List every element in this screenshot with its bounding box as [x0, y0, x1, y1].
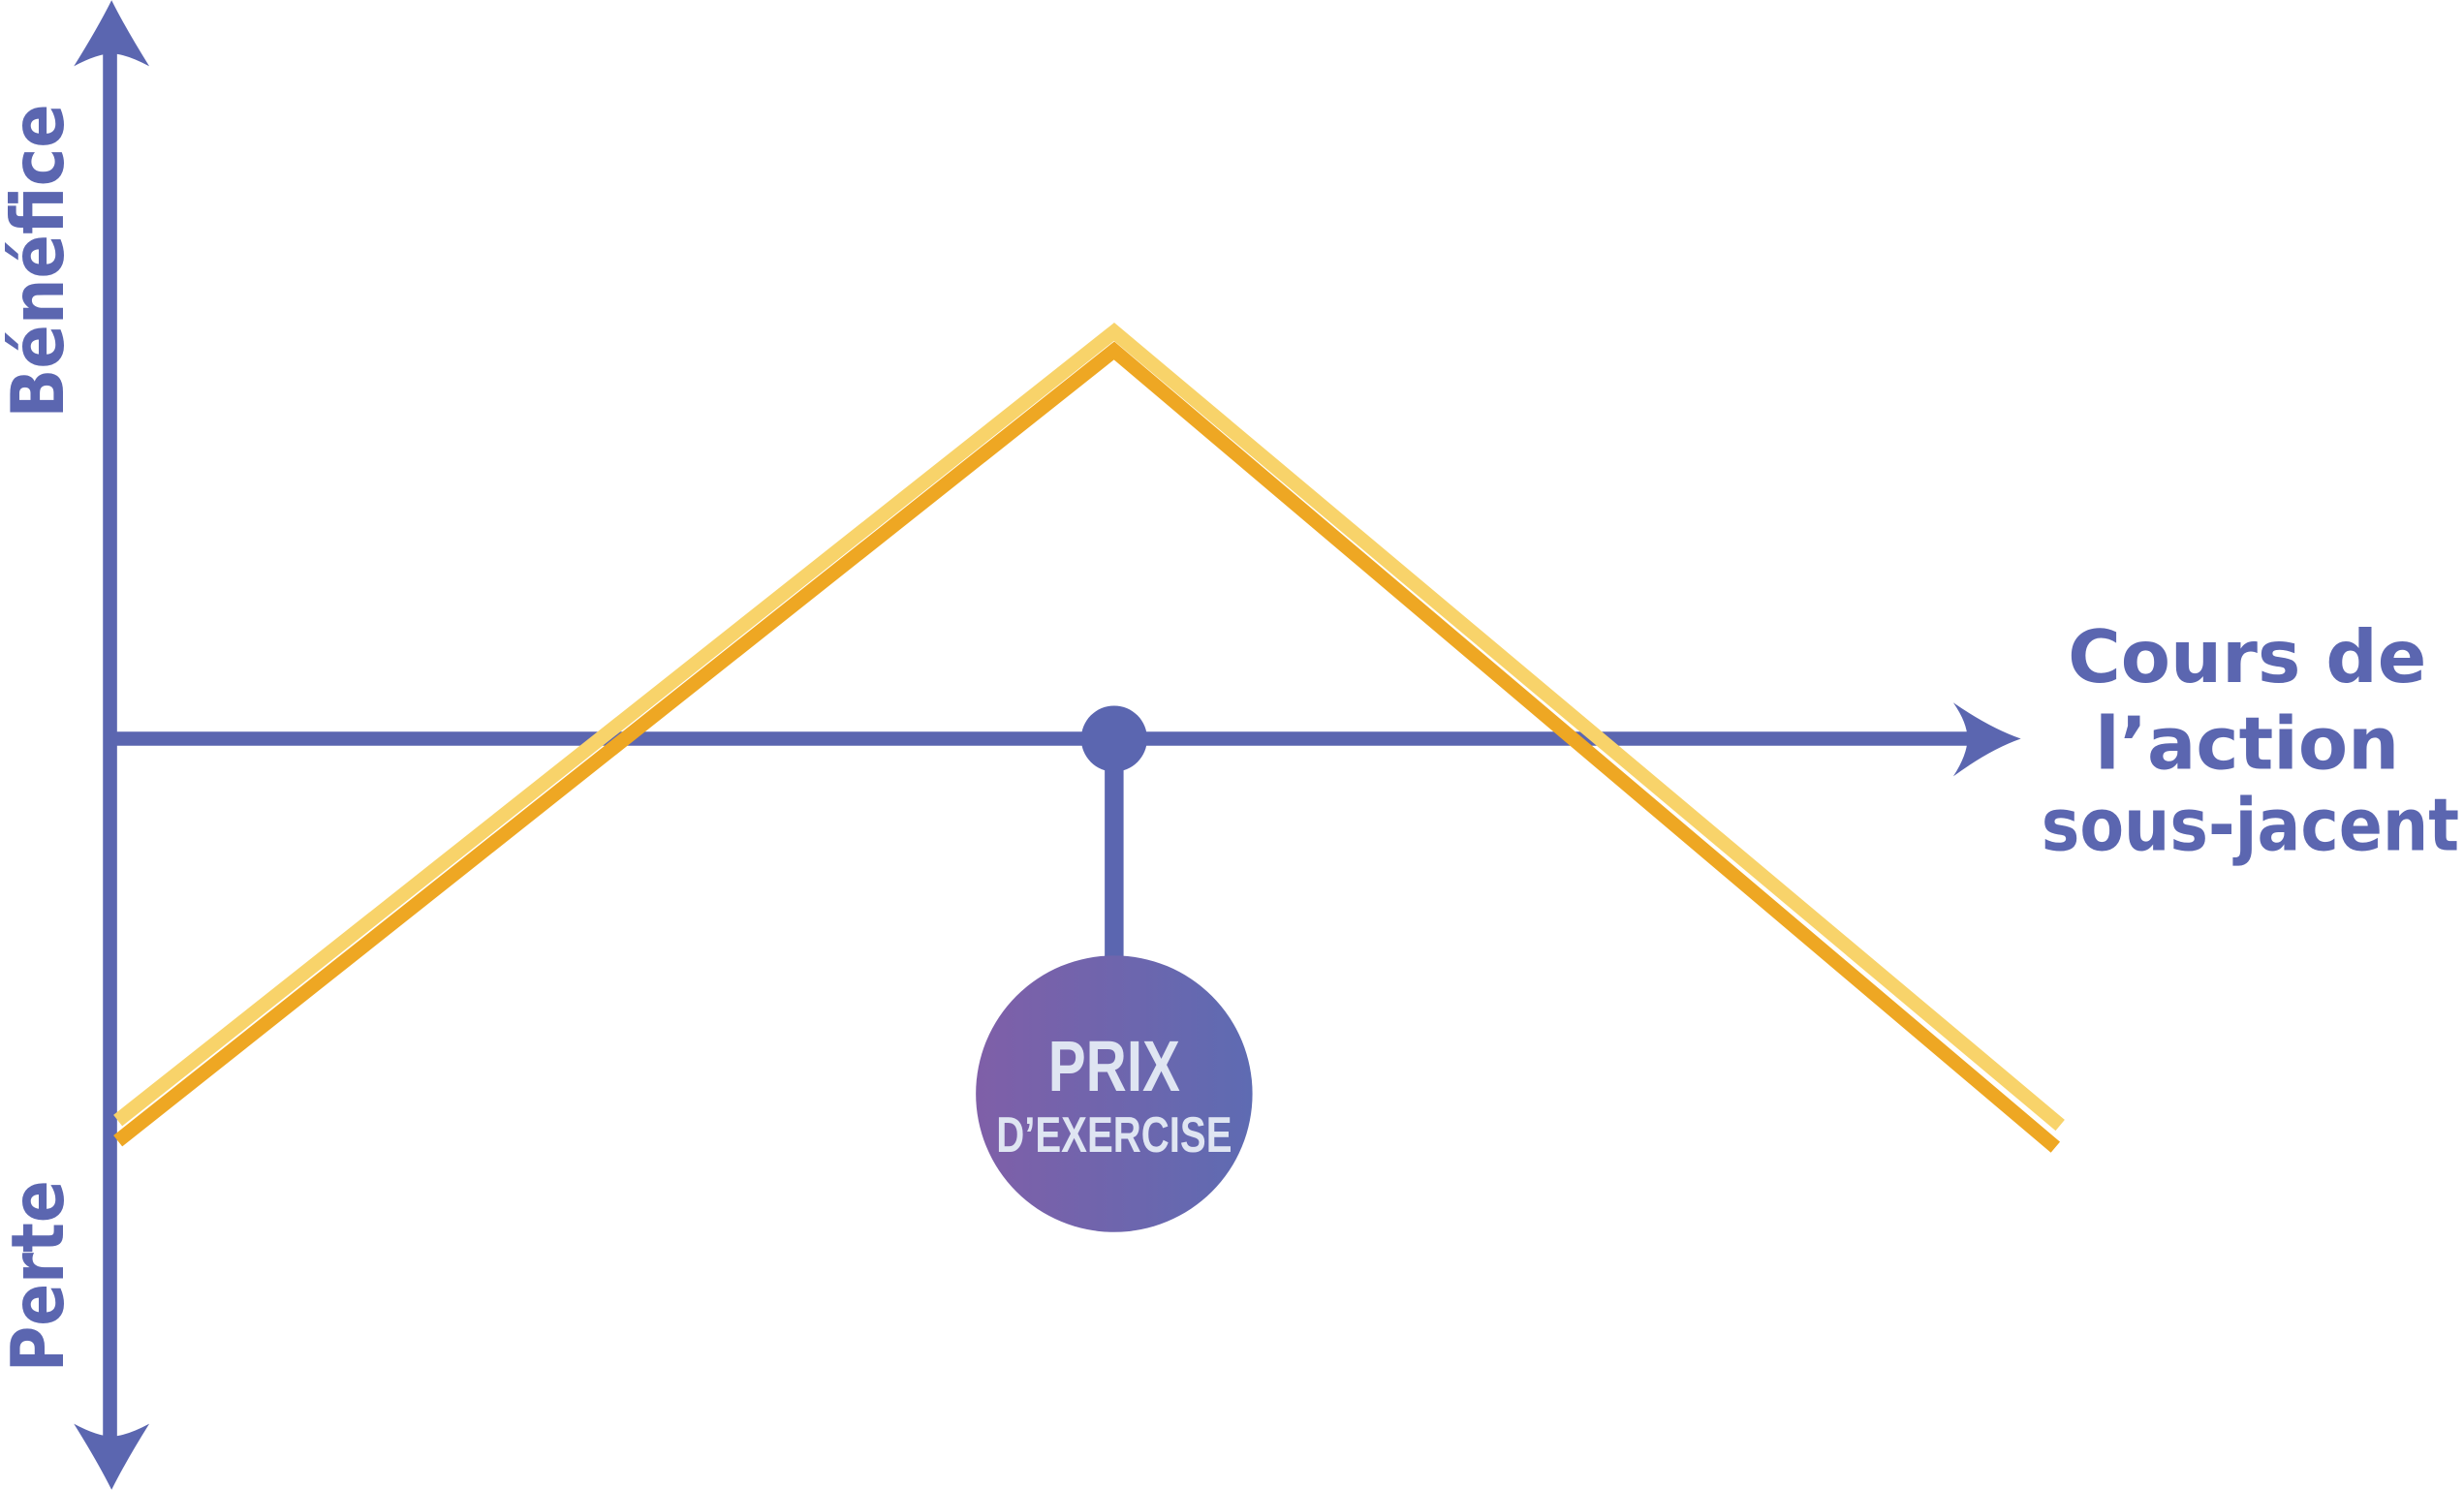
x-axis-label-line2: l’action [2095, 701, 2399, 786]
strike-point [1080, 705, 1147, 772]
x-axis-right-arrow-icon [1952, 702, 2021, 777]
y-axis-loss-label: Perte [0, 1180, 80, 1372]
y-axis-up-arrow-icon [74, 0, 150, 67]
payoff-line-highlight [113, 323, 2065, 1132]
payoff-line [113, 341, 2061, 1153]
y-axis-profit-label: Bénéfice [0, 104, 80, 418]
strike-badge-line1: PRIX [1048, 1025, 1180, 1106]
strike-badge-line2: D’EXERCISE [996, 1106, 1232, 1163]
x-axis-label-line1: Cours de [2068, 615, 2426, 699]
y-axis-down-arrow-icon [74, 1423, 150, 1490]
strike-badge [976, 955, 1253, 1232]
x-axis-label-line3: sous-jacent [2042, 784, 2459, 868]
